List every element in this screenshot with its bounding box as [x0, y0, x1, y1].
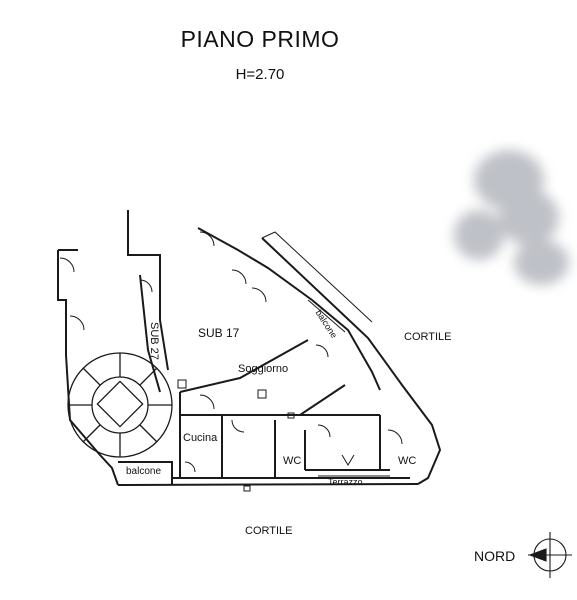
partition-balcone-left [118, 461, 173, 485]
ceiling-height: H=2.70 [235, 66, 285, 83]
page-title: PIANO PRIMO [180, 26, 340, 52]
room-label-balcone-left: balcone [126, 466, 162, 477]
room-label-sub17: SUB 17 [198, 326, 240, 340]
watermark-smudge [444, 140, 577, 300]
stair-tower-wall [57, 250, 119, 486]
courtyard-label-right: CORTILE [404, 331, 452, 343]
compass-label: NORD [474, 548, 516, 564]
corridor-wall-left [127, 210, 169, 371]
room-label-wc-right: WC [398, 455, 417, 467]
outer-wall-northeast [197, 227, 381, 391]
spiral-staircase [67, 352, 173, 458]
room-label-wc-left: WC [283, 455, 302, 467]
room-label-cucina: Cucina [183, 432, 218, 444]
partition-sub17-soggiorno [179, 339, 309, 393]
courtyard-label-bottom: CORTILE [245, 525, 293, 537]
fixtures [177, 379, 295, 492]
room-label-soggiorno: Soggiorno [238, 363, 289, 375]
compass-rose-icon [528, 532, 572, 578]
door-swings [59, 231, 403, 473]
balcony-railings [261, 231, 390, 477]
room-label-sub27: SUB 27 [148, 322, 160, 360]
room-label-terrazzo: Terrazzo [328, 477, 363, 487]
corridor-wall-right [139, 274, 161, 393]
outer-wall-diagonal-inner [261, 237, 442, 485]
outer-wall-south [117, 483, 419, 486]
